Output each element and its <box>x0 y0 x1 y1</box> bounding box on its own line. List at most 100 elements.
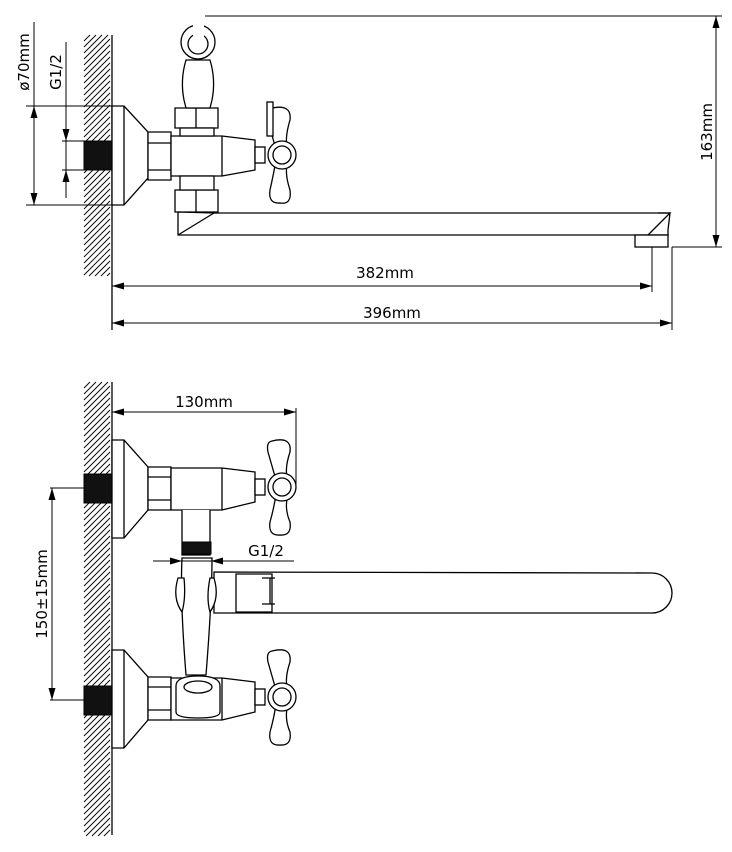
hatch-line <box>83 44 111 72</box>
hatch-line <box>83 601 111 629</box>
diverter-lever <box>175 577 217 614</box>
hatch-line <box>83 212 111 240</box>
diverter-body <box>180 557 213 676</box>
valve-body-upper <box>170 467 256 511</box>
dim-thread-label: G1/2 <box>47 54 65 90</box>
wall-thread-lower <box>83 685 113 716</box>
hatch-line <box>83 176 111 204</box>
hatch-line <box>83 589 111 617</box>
hatch-line <box>83 583 111 611</box>
hatch-line <box>83 98 111 126</box>
hatch-line <box>83 86 111 114</box>
hatch-line <box>83 655 111 683</box>
spout-bevel <box>177 212 215 236</box>
wall-thread <box>83 140 113 171</box>
top-view: 163mm 382mm 396mm ø70mm G1/2 <box>15 14 722 330</box>
hatch-line <box>83 206 111 234</box>
hatch-line <box>83 104 111 132</box>
hatch-line <box>83 799 111 827</box>
hatch-line <box>103 829 111 837</box>
handle-lever <box>266 101 274 137</box>
hatch-line <box>83 188 111 216</box>
hatch-line <box>83 224 111 252</box>
dim-outlet-thread-label: G1/2 <box>248 542 284 560</box>
hatch-line <box>83 781 111 809</box>
hatch-line <box>83 385 111 413</box>
wall-thread-upper <box>83 473 113 504</box>
dim-spout-reach-label: 382mm <box>356 264 414 282</box>
hatch-line <box>83 34 97 48</box>
hatch-line <box>83 637 111 665</box>
valve-stem-upper <box>254 478 266 496</box>
spout <box>213 571 673 614</box>
hatch-line <box>83 745 111 773</box>
hatch-line <box>83 499 111 527</box>
handle-cap <box>272 145 292 165</box>
valve-stem-lower <box>254 688 266 706</box>
hatch-line <box>83 62 111 90</box>
hatch-line <box>83 110 111 138</box>
hatch-line <box>83 613 111 641</box>
hatch-line <box>83 397 111 425</box>
hatch-line <box>83 34 109 60</box>
hatch-line <box>83 757 111 785</box>
dim-height-label: 163mm <box>698 103 716 161</box>
hatch-line <box>83 793 111 821</box>
hatch-line <box>83 421 111 449</box>
holder-gap <box>193 14 204 42</box>
hatch-line <box>83 116 111 144</box>
hatch-line <box>83 439 111 467</box>
dim-center-distance-label: 150±15mm <box>33 549 51 639</box>
bottom-nut <box>174 189 219 213</box>
dim-diameter-label: ø70mm <box>15 33 33 91</box>
hatch-line <box>83 50 111 78</box>
hatch-line <box>83 505 111 533</box>
hatch-line <box>83 625 111 653</box>
valve-body <box>170 135 256 177</box>
handle-wing-upper-bottom <box>269 493 291 536</box>
shower-holder-arm <box>181 59 215 109</box>
hatch-line <box>83 565 111 593</box>
hatch-line <box>83 433 111 461</box>
spout <box>177 211 671 236</box>
hatch-line <box>83 445 111 473</box>
top-nut <box>174 107 219 129</box>
connector-thread <box>181 541 212 555</box>
hatch-line <box>83 541 111 569</box>
hatch-line <box>83 415 111 443</box>
hatch-line <box>83 733 111 761</box>
hatch-line <box>83 529 111 557</box>
hatch-line <box>83 517 111 545</box>
hatch-line <box>83 511 111 539</box>
spout-collar <box>235 573 273 613</box>
hatch-line <box>83 427 111 455</box>
hatch-line <box>83 56 111 84</box>
hatch-line <box>83 218 111 246</box>
aerator <box>634 234 669 248</box>
handle-cap-lower <box>272 687 292 707</box>
handle-wing-lower-bottom <box>269 703 291 746</box>
hatch-line <box>85 811 111 837</box>
spout-tip <box>647 212 672 236</box>
hatch-line <box>83 661 111 689</box>
hatch-line <box>83 381 91 389</box>
shower-holder-opening <box>183 680 213 694</box>
handle-wing-bottom <box>269 159 291 204</box>
hatch-line <box>83 727 111 755</box>
hatch-line <box>83 721 111 749</box>
hex-nut-lower <box>147 676 172 721</box>
hatch-line <box>83 381 109 407</box>
hatch-line <box>83 607 111 635</box>
hatch-line <box>83 74 111 102</box>
valve-stem <box>254 146 266 164</box>
hatch-line <box>83 535 111 563</box>
hatch-line <box>83 230 111 258</box>
hatch-line <box>83 553 111 581</box>
hatch-line <box>83 34 91 42</box>
hatch-line <box>83 763 111 791</box>
hatch-line <box>83 34 103 54</box>
hatch-line <box>83 68 111 96</box>
hatch-line <box>83 739 111 767</box>
escutcheon-lower <box>111 649 149 749</box>
